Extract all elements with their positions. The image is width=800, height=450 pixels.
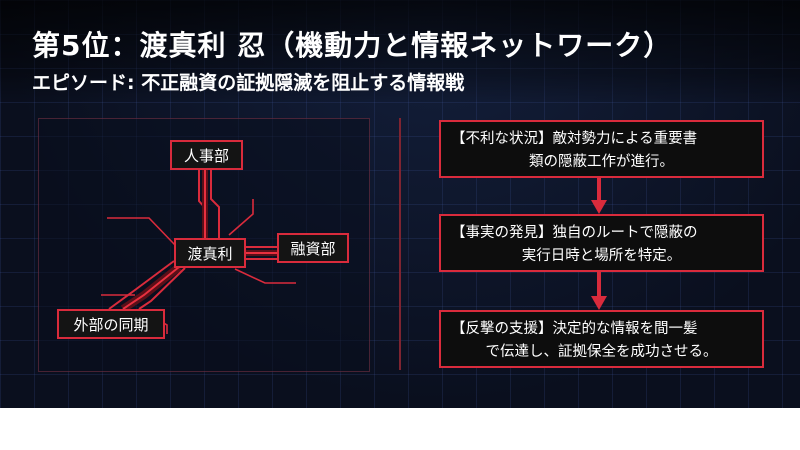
step-3-line-1: 【反撃の支援】決定的な情報を間一髪 [451,321,698,337]
page-title: 第5位：渡真利 忍（機動力と情報ネットワーク） [32,29,673,62]
node-center: 渡真利 [174,238,246,268]
step-2-line-1: 【事実の発見】独自のルートで隠蔽の [451,225,698,241]
network-diagram: 人事部 渡真利 融資部 外部の同期 [38,118,370,372]
node-finance: 融資部 [277,233,349,263]
arrow-down-icon [591,178,607,214]
step-2-line-2: 実行日時と場所を特定。 [521,248,682,264]
page-subtitle: エピソード: 不正融資の証拠隠滅を阻止する情報戦 [32,72,465,94]
step-box-3: 【反撃の支援】決定的な情報を間一髪 で伝達し、証拠保全を成功させる。 [439,310,764,368]
network-links [101,167,296,334]
divider [399,118,401,370]
link-center-finance [246,246,277,260]
step-1-line-2: 類の隠蔽工作が進行。 [529,154,674,170]
step-box-2: 【事実の発見】独自のルートで隠蔽の 実行日時と場所を特定。 [439,214,764,272]
link-center-hr [198,167,220,241]
link-center-ally [108,260,186,313]
node-hr: 人事部 [170,140,243,170]
step-3-line-2: で伝達し、証拠保全を成功させる。 [485,344,718,360]
link-branches [101,199,296,334]
step-1-line-1: 【不利な状況】敵対勢力による重要書 [451,131,698,147]
step-box-1: 【不利な状況】敵対勢力による重要書 類の隠蔽工作が進行。 [439,120,764,178]
arrow-down-icon [591,272,607,310]
node-external-ally: 外部の同期 [57,309,165,339]
slide: 第5位：渡真利 忍（機動力と情報ネットワーク） エピソード: 不正融資の証拠隠滅… [0,0,800,408]
